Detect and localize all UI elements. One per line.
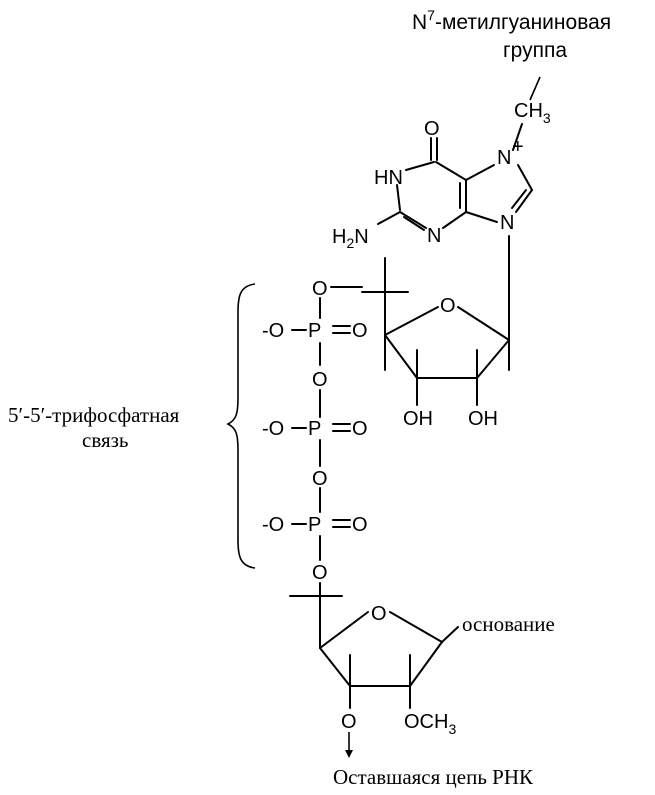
triphosphate-label-line2: связь	[82, 428, 129, 452]
base-label: основание	[462, 612, 555, 636]
phosphate-double-oxygen-3: O	[352, 514, 368, 536]
phosphate-double-oxygen-2: O	[352, 418, 368, 440]
phosphate-o-minus-1: -O	[262, 320, 284, 342]
bridge-oxygen-bottom: O	[312, 562, 328, 584]
methyl-group: CH3	[514, 100, 551, 126]
oh-2prime: OH	[403, 408, 433, 430]
n7-nitrogen: N	[497, 147, 511, 169]
triphosphate-label-line1: 5′-5′-трифосфатная	[8, 403, 180, 427]
phosphorus-3: P	[308, 514, 321, 536]
bridge-oxygen-2: O	[312, 468, 328, 490]
methyl-pointer-line	[529, 76, 541, 101]
amino-group: H2N	[332, 226, 369, 251]
oxygen-3prime: O	[341, 711, 357, 733]
curly-brace	[226, 283, 256, 569]
phosphate-o-minus-2: -O	[262, 418, 284, 440]
ring-nitrogen: N	[427, 225, 441, 247]
bridge-oxygen-top: O	[312, 278, 328, 300]
rna-chain-label: Оставшаяся цепь РНК	[333, 765, 534, 789]
bridge-oxygen-1: O	[312, 369, 328, 391]
methyl-group-label-line2: группа	[503, 39, 567, 62]
guanine-ring	[377, 123, 533, 231]
hn-atom: HN	[374, 167, 403, 189]
phosphorus-1: P	[308, 320, 321, 342]
bottom-ring-oxygen: O	[371, 603, 387, 625]
methoxy-group: OCH3	[404, 711, 456, 737]
carbonyl-oxygen: O	[424, 118, 440, 140]
n7-positive-charge: +	[512, 136, 524, 158]
top-ribose	[361, 257, 510, 406]
oh-3prime: OH	[468, 408, 498, 430]
phosphorus-2: P	[308, 418, 321, 440]
top-ring-oxygen: O	[440, 295, 456, 317]
phosphate-double-oxygen-1: O	[352, 320, 368, 342]
n9-nitrogen: N	[500, 212, 514, 234]
phosphate-o-minus-3: -O	[262, 514, 284, 536]
methyl-group-label-line1: N7-метилгуаниновая	[412, 7, 611, 34]
triphosphate-chain	[291, 286, 363, 561]
bottom-ribose	[289, 582, 459, 758]
